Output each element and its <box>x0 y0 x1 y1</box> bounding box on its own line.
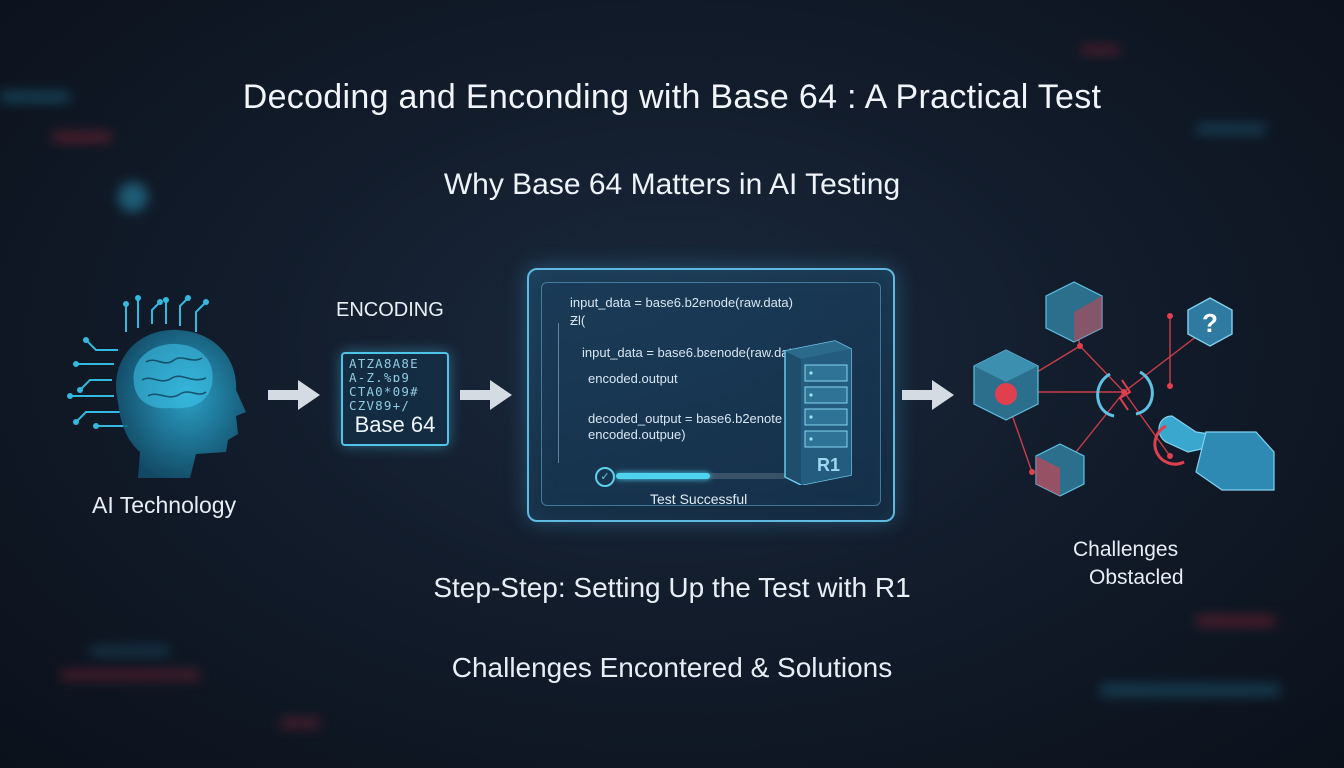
page-subtitle: Why Base 64 Matters in AI Testing <box>443 168 901 201</box>
cube-icon <box>1045 281 1103 343</box>
brain-head-icon <box>67 295 246 478</box>
base64-row: CTA0*09# <box>349 384 419 399</box>
page-title: Decoding and Enconding with Base 64 : A … <box>242 78 1102 116</box>
test-status-label: Test Successful <box>650 491 748 507</box>
server-icon: R1 <box>784 340 852 485</box>
code-line: ƵƖ( <box>570 313 586 328</box>
step-heading: Step-Step: Setting Up the Test with R1 <box>433 572 911 603</box>
encoding-label: ENCODING <box>336 299 444 321</box>
bg-fragment <box>1100 684 1280 696</box>
code-line: input_data = base6.b2enode(raw.data) <box>570 295 793 310</box>
code-line: decoded_output = base6.b2enote <box>588 411 783 426</box>
bg-fragment <box>1080 46 1120 54</box>
challenges-network-icon: ? <box>973 281 1275 497</box>
base64-row: A-Z.%ɒ9 <box>349 370 411 385</box>
challenges-heading: Challenges Encontered & Solutions <box>451 652 893 683</box>
cube-icon <box>973 349 1039 421</box>
broken-link-icon <box>1096 370 1154 418</box>
arrow-right-icon <box>268 380 320 410</box>
bg-fragment <box>1196 616 1276 626</box>
wrench-hand-icon <box>1153 415 1275 491</box>
bg-fragment <box>0 92 70 102</box>
cube-icon <box>1035 443 1085 497</box>
arrow-right-icon <box>460 380 512 410</box>
code-line: input_data = base6.bɛenode(raw.data) <box>582 345 804 360</box>
code-line: encoded.outpue) <box>588 427 686 442</box>
code-gutter <box>558 323 559 463</box>
base64-box: ATZA8A8E A-Z.%ɒ9 CTA0*09# CZV89+/ Base 6… <box>341 352 449 446</box>
code-line: encoded.output <box>588 371 678 386</box>
base64-row: CZV89+/ <box>349 398 411 413</box>
obstacles-label: Obstacled <box>1089 566 1184 589</box>
ai-technology-label: AI Technology <box>92 492 237 518</box>
bg-fragment <box>1196 124 1266 134</box>
bg-fragment <box>280 718 320 728</box>
progress-fill <box>616 473 710 479</box>
bg-fragment <box>118 182 148 212</box>
base64-label: Base 64 <box>354 412 436 437</box>
bg-fragment <box>52 132 112 142</box>
question-mark-icon: ? <box>1187 297 1233 347</box>
svg-text:?: ? <box>1202 308 1218 338</box>
base64-row: ATZA8A8E <box>349 356 419 371</box>
challenges-label: Challenges <box>1073 538 1179 561</box>
bg-fragment <box>60 670 200 680</box>
check-circle-icon: ✓ <box>595 467 615 487</box>
progress-bar <box>616 473 786 479</box>
bg-fragment <box>90 646 170 656</box>
arrow-right-icon <box>902 380 954 410</box>
server-label: R1 <box>817 455 840 475</box>
